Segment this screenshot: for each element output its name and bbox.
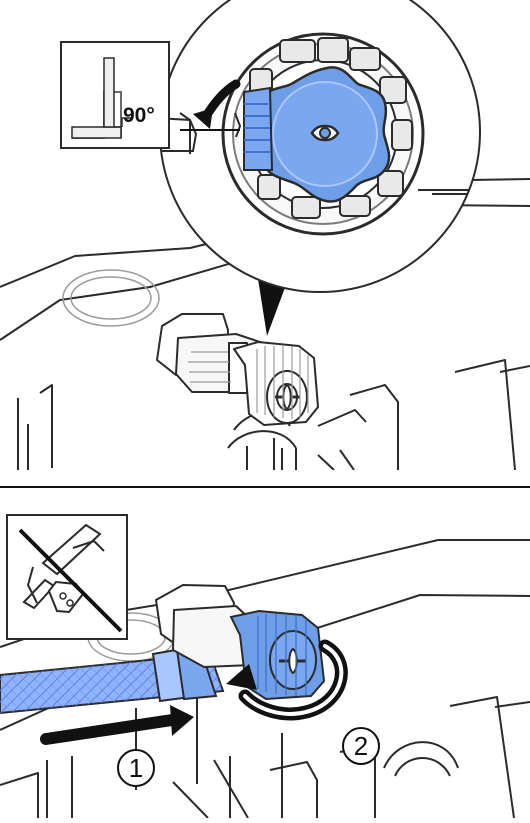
fitting-top [157, 314, 318, 425]
top-panel: 90° [0, 0, 530, 470]
step-2-marker: 2 [343, 728, 379, 764]
push-arrow-icon [46, 705, 194, 739]
no-pliers-icon [7, 515, 127, 639]
step-1-label: 1 [129, 753, 143, 783]
zoom-callout [155, 0, 480, 336]
step-2-label: 2 [354, 731, 368, 761]
blue-lock-segment [244, 88, 272, 170]
bottom-panel: 1 2 [0, 515, 530, 818]
angle-label: 90° [123, 104, 155, 127]
step-1-marker: 1 [118, 750, 154, 786]
right-angle-icon: 90° [61, 42, 169, 148]
